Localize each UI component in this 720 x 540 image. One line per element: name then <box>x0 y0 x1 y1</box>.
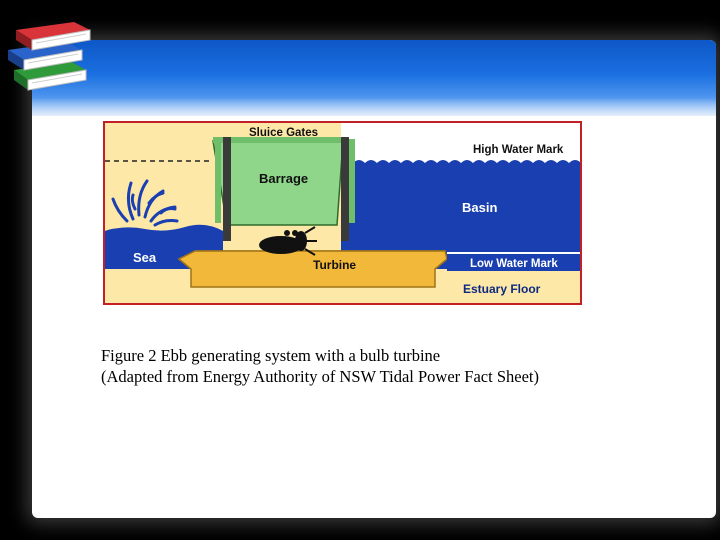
sluice-gate-left <box>223 137 231 241</box>
sluice-gate-right <box>341 137 349 241</box>
sluice-gates-label: Sluice Gates <box>249 127 318 139</box>
caption-line-2: (Adapted from Energy Authority of NSW Ti… <box>101 367 539 386</box>
figure-caption: Figure 2 Ebb generating system with a bu… <box>101 345 661 387</box>
wave-spray <box>111 179 179 227</box>
diagram-canvas: Sluice Gates High Water Mark Barrage Bas… <box>105 123 580 303</box>
basin-label: Basin <box>462 200 497 215</box>
bulb-turbine <box>259 226 317 256</box>
turbine-label: Turbine <box>313 258 356 272</box>
sea-rock <box>105 228 125 269</box>
estuary-floor-label: Estuary Floor <box>463 282 541 296</box>
low-water-mark-label: Low Water Mark <box>470 258 558 270</box>
caption-line-1: Figure 2 Ebb generating system with a bu… <box>101 346 441 365</box>
high-water-mark-label: High Water Mark <box>473 144 564 156</box>
ebb-generation-diagram: Sluice Gates High Water Mark Barrage Bas… <box>103 121 582 305</box>
sea-label: Sea <box>133 250 157 265</box>
stack-of-books-icon <box>8 22 91 91</box>
barrage-label: Barrage <box>259 171 308 186</box>
